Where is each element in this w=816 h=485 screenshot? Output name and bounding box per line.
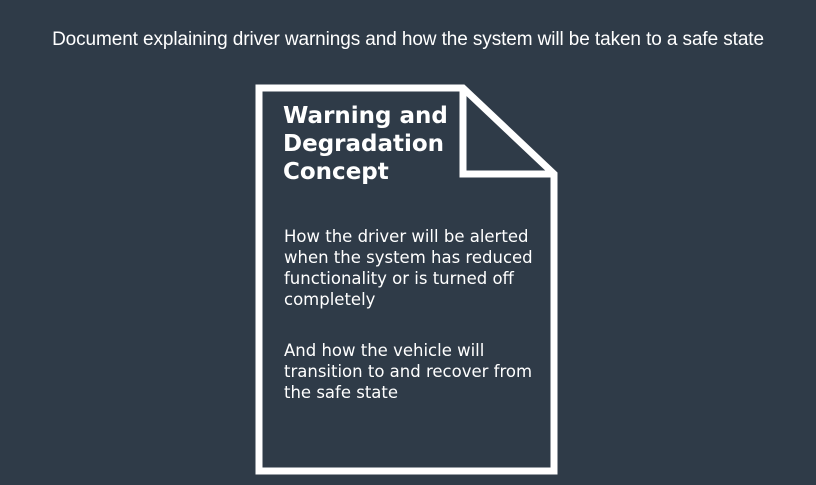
document-title: Warning and Degradation Concept [283, 103, 448, 185]
caption: Document explaining driver warnings and … [52, 29, 764, 50]
document-icon [255, 84, 558, 475]
document-outline [255, 84, 558, 475]
document-folded-corner [459, 88, 554, 178]
document-paragraph-safe-state: And how the vehicle will transition to a… [284, 341, 533, 402]
document-paragraph-alerts: How the driver will be alerted when the … [284, 227, 533, 309]
